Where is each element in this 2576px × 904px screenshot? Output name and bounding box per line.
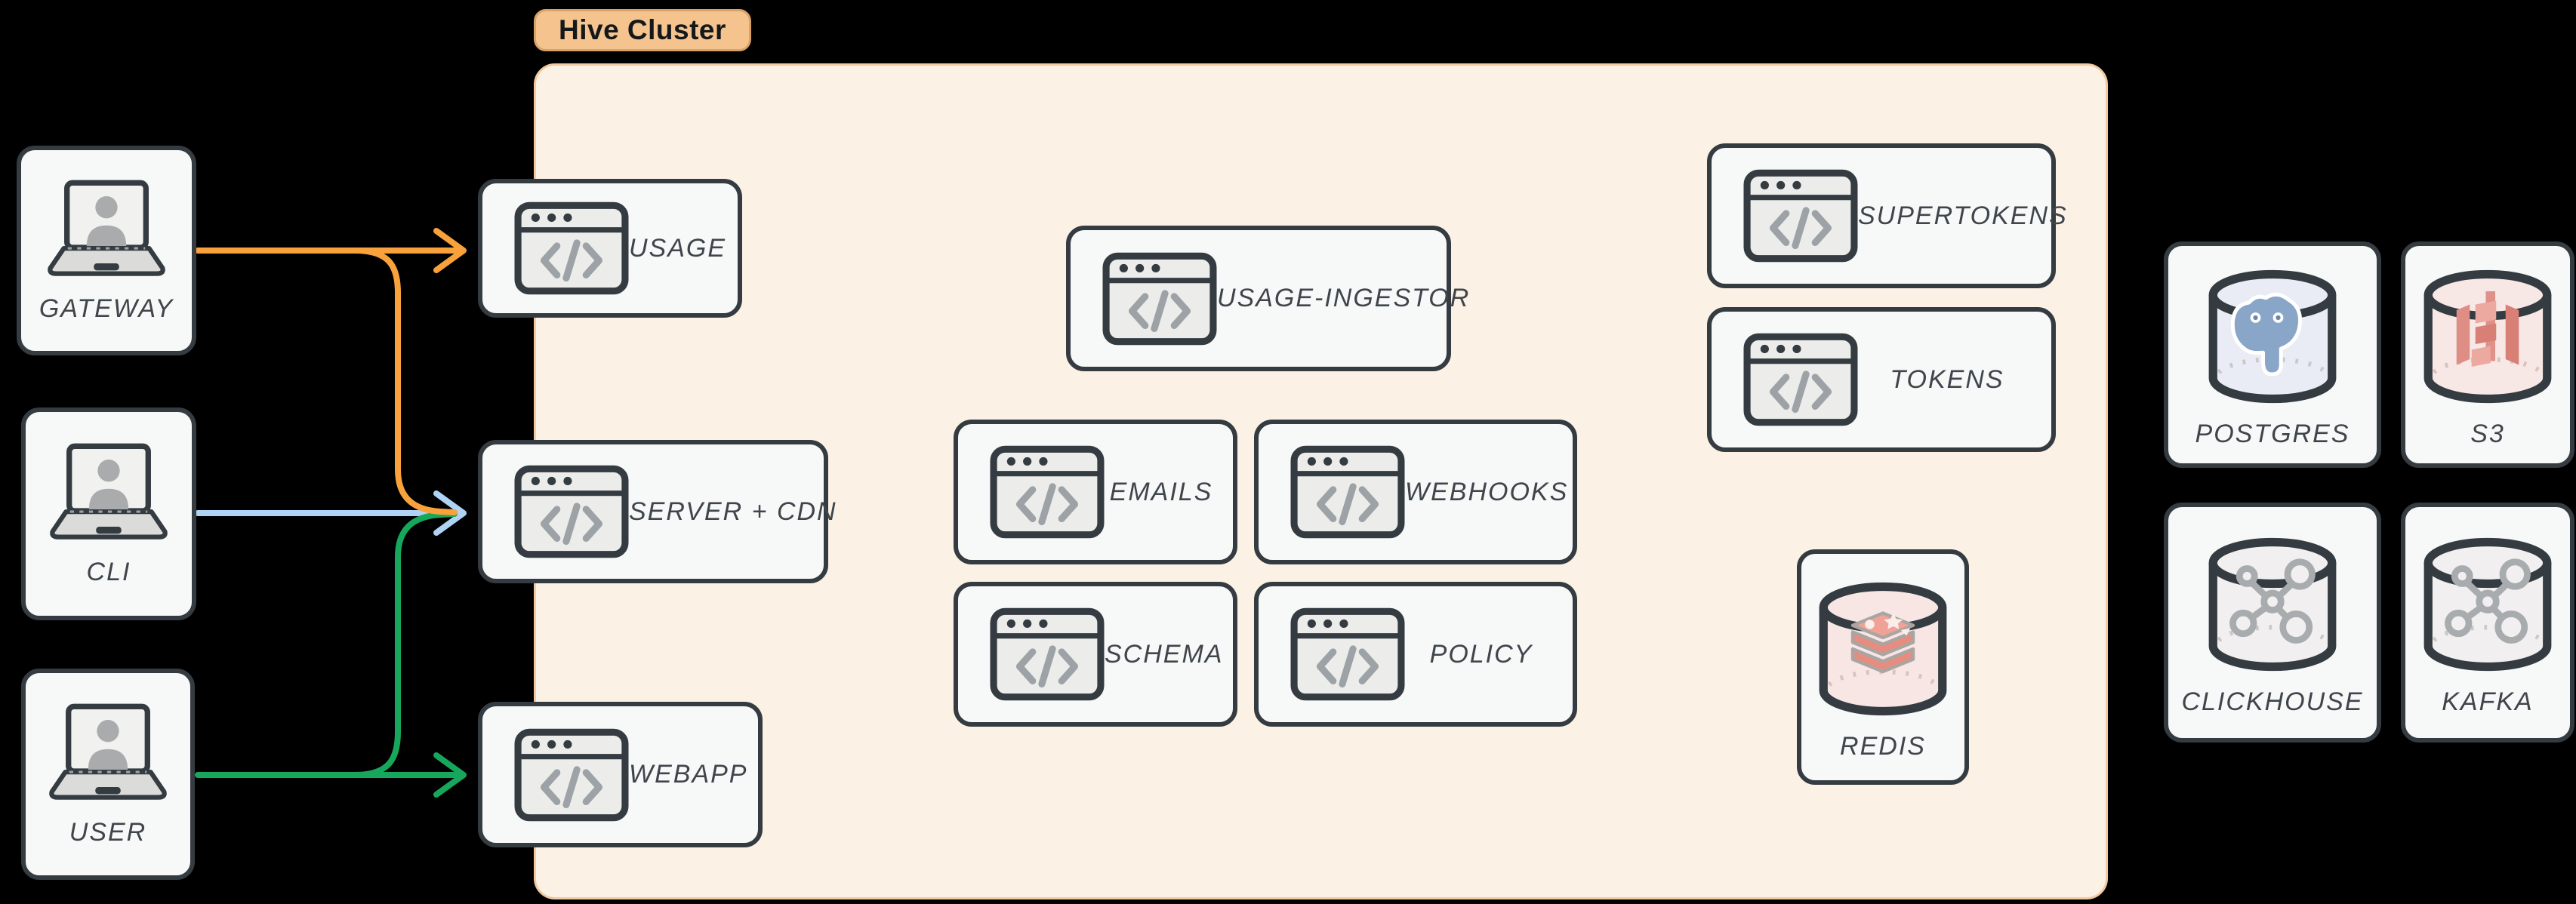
- node-user-label: USER: [69, 817, 147, 847]
- node-usage-ingestor: USAGE-INGESTOR: [1066, 226, 1468, 371]
- code-window-icon: [990, 445, 1105, 539]
- hive-cluster-label: Hive Cluster: [534, 9, 751, 51]
- node-emails: EMAILS: [954, 420, 1237, 564]
- node-supertokens: SUPERTOKENS: [1707, 143, 2066, 288]
- node-webapp: WEBAPP: [478, 702, 763, 847]
- node-kafka: KAFKA: [2401, 503, 2574, 743]
- code-window-icon: [1290, 607, 1405, 701]
- node-gateway-label: GATEWAY: [39, 294, 174, 323]
- edge-cli-arrowhead: [433, 490, 467, 536]
- laptop-user-icon: [39, 178, 174, 281]
- code-window-icon: [514, 728, 629, 822]
- node-kafka-label: KAFKA: [2442, 687, 2534, 716]
- node-clickhouse: CLICKHOUSE: [2164, 503, 2381, 743]
- node-tokens: TOKENS: [1707, 307, 2056, 452]
- edge-user-arrowhead: [433, 752, 467, 798]
- node-schema-label: SCHEMA: [1105, 639, 1224, 669]
- node-postgres: POSTGRES: [2164, 241, 2381, 468]
- node-gateway: GATEWAY: [17, 146, 196, 355]
- node-webhooks-label: WEBHOOKS: [1405, 477, 1569, 506]
- edge-gateway-arrowhead: [433, 228, 467, 273]
- node-postgres-label: POSTGRES: [2195, 419, 2350, 448]
- node-policy: POLICY: [1254, 582, 1577, 727]
- kafka-database-icon: [2416, 529, 2559, 680]
- node-redis: REDIS: [1797, 549, 1969, 785]
- edge-user-to-server: [352, 511, 458, 778]
- code-window-icon: [514, 201, 629, 295]
- node-user: USER: [21, 669, 195, 880]
- edge-gateway-to-server: [352, 248, 458, 515]
- node-schema: SCHEMA: [954, 582, 1237, 727]
- clickhouse-database-icon: [2201, 529, 2344, 680]
- code-window-icon: [1743, 333, 1858, 426]
- node-clickhouse-label: CLICKHOUSE: [2181, 687, 2364, 716]
- s3-database-icon: [2416, 261, 2559, 412]
- node-s3: S3: [2401, 241, 2574, 468]
- node-emails-label: EMAILS: [1109, 477, 1213, 506]
- node-tokens-label: TOKENS: [1890, 364, 2004, 394]
- node-webhooks: WEBHOOKS: [1254, 420, 1577, 564]
- code-window-icon: [1290, 445, 1405, 539]
- node-policy-label: POLICY: [1429, 639, 1533, 669]
- node-usage-ingestor-label: USAGE-INGESTOR: [1217, 284, 1471, 312]
- node-cli-label: CLI: [86, 557, 131, 586]
- node-server-cdn-label: SERVER + CDN: [629, 497, 837, 526]
- node-s3-label: S3: [2470, 419, 2505, 448]
- node-server-cdn: SERVER + CDN: [478, 440, 836, 583]
- code-window-icon: [1102, 252, 1217, 346]
- node-usage: USAGE: [478, 179, 742, 318]
- laptop-user-icon: [41, 441, 177, 544]
- node-cli: CLI: [21, 407, 196, 620]
- code-window-icon: [514, 465, 629, 558]
- node-webapp-label: WEBAPP: [629, 760, 748, 789]
- node-supertokens-label: SUPERTOKENS: [1858, 201, 2068, 230]
- node-usage-label: USAGE: [629, 233, 727, 263]
- code-window-icon: [990, 607, 1105, 701]
- redis-database-icon: [1811, 573, 1955, 724]
- postgres-database-icon: [2201, 261, 2344, 412]
- code-window-icon: [1743, 169, 1858, 263]
- node-redis-label: REDIS: [1840, 731, 1926, 761]
- laptop-user-icon: [40, 702, 176, 804]
